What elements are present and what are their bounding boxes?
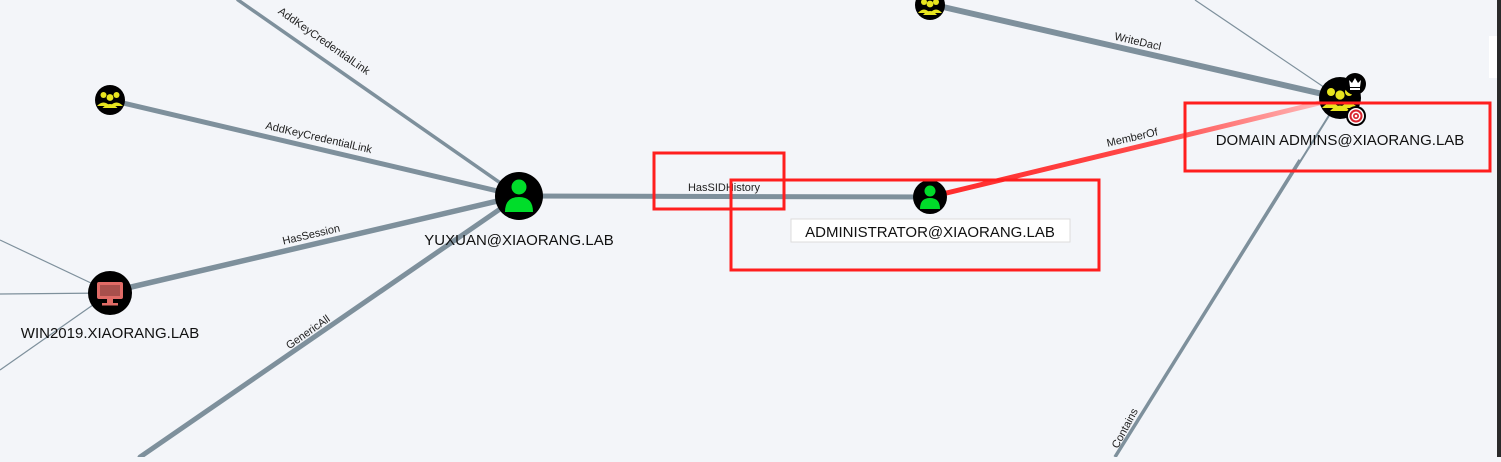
user-icon: [920, 185, 940, 209]
edge-write-dacl[interactable]: WriteDacl: [927, 1, 1343, 101]
edge-offscreen-top: [1194, 0, 1341, 99]
window-frame-edge: [1497, 0, 1501, 457]
node-group-top[interactable]: [915, 0, 945, 20]
edge-label: AddKeyCredentialLink: [276, 5, 372, 78]
node-user-administrator[interactable]: ADMINISTRATOR@XIAORANG.LAB: [790, 180, 1071, 243]
edge-label: GenericAll: [284, 313, 332, 352]
edge-add-key-credential-link-left[interactable]: AddKeyCredentialLink: [107, 97, 522, 199]
edge-add-key-credential-link-top[interactable]: AddKeyCredentialLink: [236, 0, 521, 198]
node-label: ADMINISTRATOR@XIAORANG.LAB: [805, 224, 1055, 241]
edge-label: Contains: [1110, 406, 1141, 450]
node-label: YUXUAN@XIAORANG.LAB: [424, 232, 613, 249]
edge-has-sid-history[interactable]: HasSIDHistory: [516, 182, 933, 200]
group-icon: [918, 0, 942, 15]
node-group-left[interactable]: [95, 85, 125, 115]
window-frame-notch: [1489, 36, 1497, 78]
node-label-background: [790, 218, 1071, 243]
group-icon: [97, 92, 123, 108]
highlight-box-administrator: [729, 178, 1101, 272]
node-computer-win2019[interactable]: WIN2019.XIAORANG.LAB: [21, 271, 199, 342]
node-label: DOMAIN ADMINS@XIAORANG.LAB: [1216, 132, 1465, 149]
node-user-yuxuan[interactable]: YUXUAN@XIAORANG.LAB: [424, 172, 614, 249]
target-icon: [1346, 106, 1366, 126]
edge-label: HasSIDHistory: [688, 182, 761, 194]
edges: AddKeyCredentialLink AddKeyCredentialLin…: [0, 0, 1343, 460]
edge-contains[interactable]: Contains: [1110, 97, 1341, 458]
highlight-box-domain-admins: [1183, 101, 1492, 173]
node-label: WIN2019.XIAORANG.LAB: [21, 325, 199, 342]
user-icon: [505, 179, 533, 212]
annotation-boxes: [652, 101, 1492, 272]
crown-icon: [1344, 73, 1366, 95]
node-group-domain-admins[interactable]: DOMAIN ADMINS@XIAORANG.LAB: [1216, 73, 1465, 149]
computer-icon: [97, 282, 123, 306]
